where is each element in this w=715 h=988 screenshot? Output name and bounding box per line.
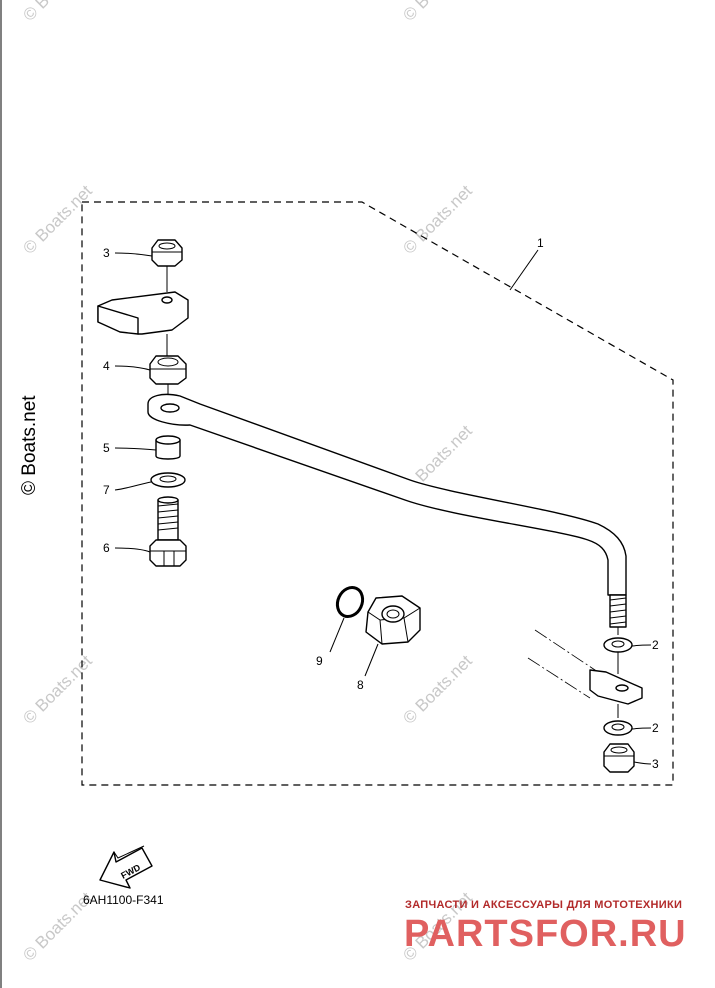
watermark-text: © Boats.net <box>399 0 476 25</box>
bolt-6 <box>149 496 187 567</box>
shop-logo: ЗАПЧАСТИ И АКСЕССУАРЫ ДЛЯ МОТОТЕХНИКИ PA… <box>404 899 687 955</box>
callout-2: 2 <box>652 638 659 652</box>
callout-5: 5 <box>103 441 110 455</box>
watermark-text: © Boats.net <box>19 651 96 728</box>
leader-lines <box>114 249 652 765</box>
collar-5 <box>155 435 181 460</box>
watermark-text: © Boats.net <box>399 181 476 258</box>
callout-3: 3 <box>103 246 110 260</box>
watermark-text: © Boats.net <box>19 181 96 258</box>
washer-7 <box>150 472 186 488</box>
nut-4 <box>149 355 187 385</box>
steering-rod <box>147 393 627 596</box>
washer-2-lower <box>603 720 633 736</box>
assembly-boundary <box>81 201 674 786</box>
washer-2-upper <box>603 637 633 653</box>
nut-8 <box>365 595 421 645</box>
callout-2: 2 <box>652 721 659 735</box>
nut-bottom <box>603 743 635 773</box>
link-bracket <box>97 291 189 335</box>
shop-name: PARTSFOR.RU <box>404 913 687 955</box>
diagram-code: 6AH1100-F341 <box>83 893 164 907</box>
rod-thread <box>609 594 627 628</box>
callout-4: 4 <box>103 359 110 373</box>
fwd-arrow-icon: FWD <box>99 845 153 889</box>
callout-labels: 1 2 2 3 3 4 5 6 7 8 9 <box>103 236 659 771</box>
watermark-text: © Boats.net <box>399 651 476 728</box>
callout-3: 3 <box>652 757 659 771</box>
callout-9: 9 <box>316 654 323 668</box>
callout-8: 8 <box>357 678 364 692</box>
nut-top <box>151 239 183 267</box>
o-ring-9 <box>335 585 365 619</box>
callout-1: 1 <box>537 236 544 250</box>
shop-subtitle: ЗАПЧАСТИ И АКСЕССУАРЫ ДЛЯ МОТОТЕХНИКИ <box>405 899 682 911</box>
watermark-text: © Boats.net <box>19 0 96 25</box>
watermark-text-large: © Boats.net <box>19 395 40 495</box>
steering-arm-phantom <box>527 629 643 705</box>
callout-6: 6 <box>103 541 110 555</box>
callout-7: 7 <box>103 483 110 497</box>
